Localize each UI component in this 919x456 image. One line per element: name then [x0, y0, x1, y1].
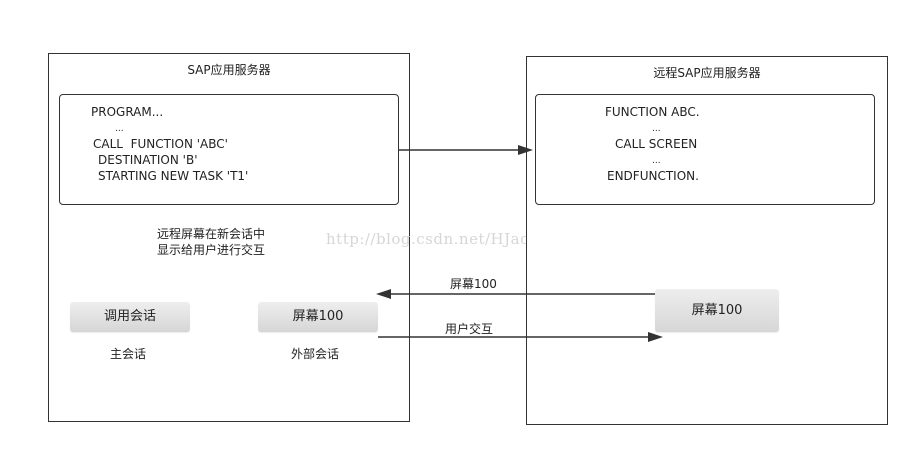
note-line-1: 远程屏幕在新会话中: [157, 227, 266, 241]
user-interaction-arrow: [378, 332, 663, 342]
remote-code-line-ellipsis-1: ...: [652, 124, 661, 134]
external-screen-100-button[interactable]: 屏幕100: [258, 302, 378, 332]
remote-server-title: 远程SAP应用服务器: [653, 66, 761, 80]
remote-code-line-function: FUNCTION ABC.: [605, 105, 700, 119]
screen-transfer-label: 屏幕100: [450, 277, 497, 291]
screen-return-arrow: [376, 289, 655, 299]
remote-function-code-box: [535, 94, 875, 205]
local-program-code-box: [59, 94, 399, 205]
local-code-line-starting-task: STARTING NEW TASK 'T1': [98, 169, 249, 183]
watermark: http://blog.csdn.net/HJackyua: [326, 230, 568, 248]
remote-code-line-call-screen: CALL SCREEN: [615, 137, 698, 151]
local-code-line-ellipsis: ...: [115, 124, 124, 134]
local-server-title: SAP应用服务器: [187, 63, 271, 77]
remote-code-line-ellipsis-2: ...: [652, 156, 661, 166]
local-code-line-program: PROGRAM...: [91, 105, 164, 119]
call-session-button[interactable]: 调用会话: [70, 302, 190, 332]
remote-screen-100-button[interactable]: 屏幕100: [655, 289, 779, 332]
main-session-caption: 主会话: [110, 347, 147, 361]
local-code-line-destination: DESTINATION 'B': [98, 153, 198, 167]
remote-code-line-endfunction: ENDFUNCTION.: [607, 169, 699, 183]
rfc-call-arrow: [399, 145, 533, 155]
note-line-2: 显示给用户进行交互: [157, 243, 266, 257]
external-session-caption: 外部会话: [291, 347, 340, 361]
local-code-line-call: CALL FUNCTION 'ABC': [93, 137, 228, 151]
user-interaction-label: 用户交互: [445, 322, 494, 336]
